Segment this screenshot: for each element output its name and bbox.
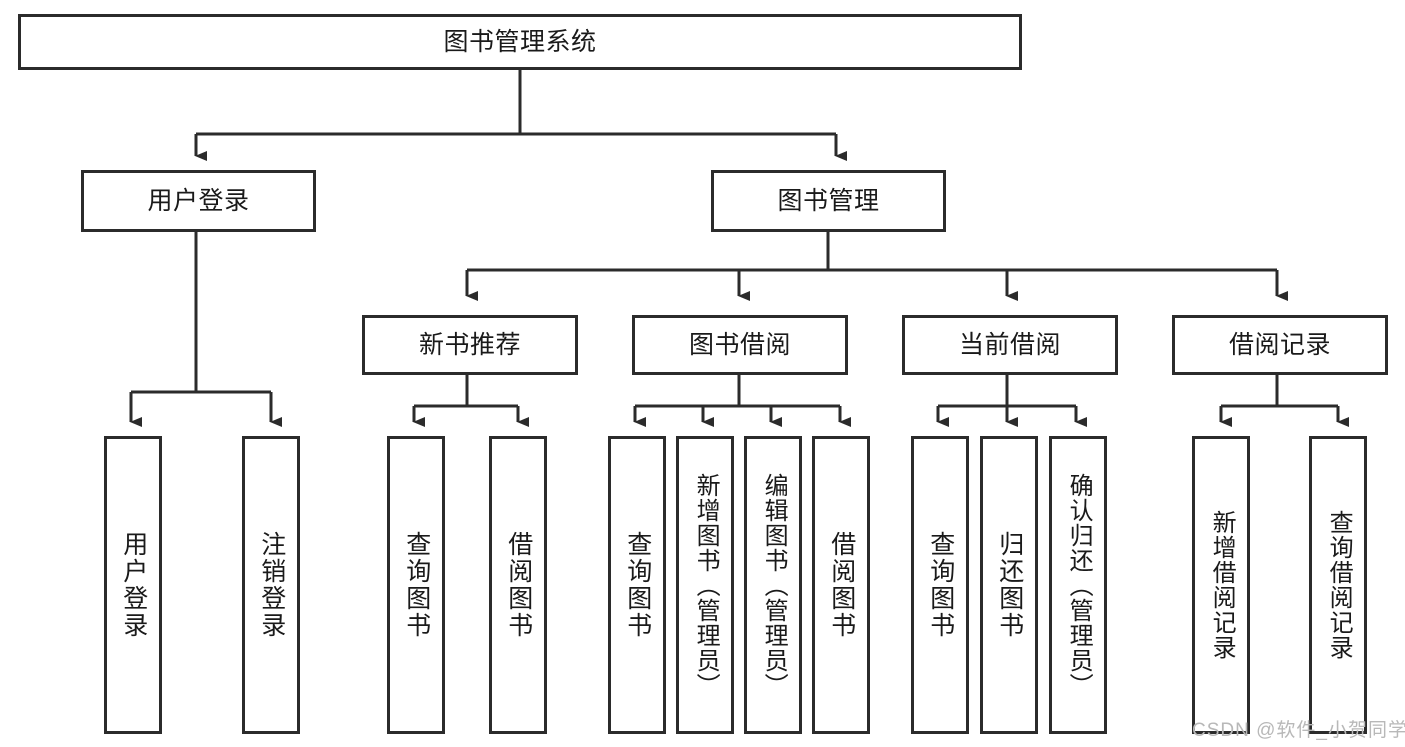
node-label: 确认归还（管理员） xyxy=(1065,472,1093,698)
node-label: 查询图书 xyxy=(402,531,431,639)
leaf-current-borrow-return[interactable]: 归还图书 xyxy=(980,436,1038,734)
leaf-user-login-logout[interactable]: 注销登录 xyxy=(242,436,300,734)
node-label: 查询图书 xyxy=(623,531,652,639)
node-label: 用户登录 xyxy=(147,187,250,215)
node-root-system[interactable]: 图书管理系统 xyxy=(18,14,1022,70)
leaf-book-borrow-query[interactable]: 查询图书 xyxy=(608,436,666,734)
node-label: 注销登录 xyxy=(257,531,286,639)
node-label: 借阅图书 xyxy=(504,531,533,639)
node-label: 编辑图书（管理员） xyxy=(760,472,788,698)
node-current-borrow[interactable]: 当前借阅 xyxy=(902,315,1118,375)
node-book-management[interactable]: 图书管理 xyxy=(711,170,946,232)
leaf-current-borrow-confirm-return[interactable]: 确认归还（管理员） xyxy=(1049,436,1107,734)
watermark-text: CSDN @软件_小贺同学 xyxy=(1192,720,1405,741)
leaf-new-book-borrow[interactable]: 借阅图书 xyxy=(489,436,547,734)
leaf-new-book-query[interactable]: 查询图书 xyxy=(387,436,445,734)
node-label: 用户登录 xyxy=(119,531,148,639)
leaf-book-borrow-add[interactable]: 新增图书（管理员） xyxy=(676,436,734,734)
node-label: 归还图书 xyxy=(995,531,1024,639)
node-user-login[interactable]: 用户登录 xyxy=(81,170,316,232)
node-label: 借阅图书 xyxy=(827,531,856,639)
node-label: 图书借阅 xyxy=(688,331,791,359)
node-label: 图书管理系统 xyxy=(443,28,597,56)
node-label: 借阅记录 xyxy=(1228,331,1331,359)
node-new-book-recommend[interactable]: 新书推荐 xyxy=(362,315,578,375)
node-label: 新增图书（管理员） xyxy=(692,472,720,698)
node-label: 新书推荐 xyxy=(418,331,521,359)
leaf-user-login-login[interactable]: 用户登录 xyxy=(104,436,162,734)
node-book-borrow[interactable]: 图书借阅 xyxy=(632,315,848,375)
leaf-borrow-record-query[interactable]: 查询借阅记录 xyxy=(1309,436,1367,734)
node-label: 查询图书 xyxy=(926,531,955,639)
node-label: 查询借阅记录 xyxy=(1325,510,1353,660)
leaf-current-borrow-query[interactable]: 查询图书 xyxy=(911,436,969,734)
node-label: 图书管理 xyxy=(777,187,880,215)
node-borrow-record[interactable]: 借阅记录 xyxy=(1172,315,1388,375)
leaf-borrow-record-add[interactable]: 新增借阅记录 xyxy=(1192,436,1250,734)
node-label: 当前借阅 xyxy=(958,331,1061,359)
node-label: 新增借阅记录 xyxy=(1208,510,1236,660)
leaf-book-borrow-edit[interactable]: 编辑图书（管理员） xyxy=(744,436,802,734)
leaf-book-borrow-borrow[interactable]: 借阅图书 xyxy=(812,436,870,734)
